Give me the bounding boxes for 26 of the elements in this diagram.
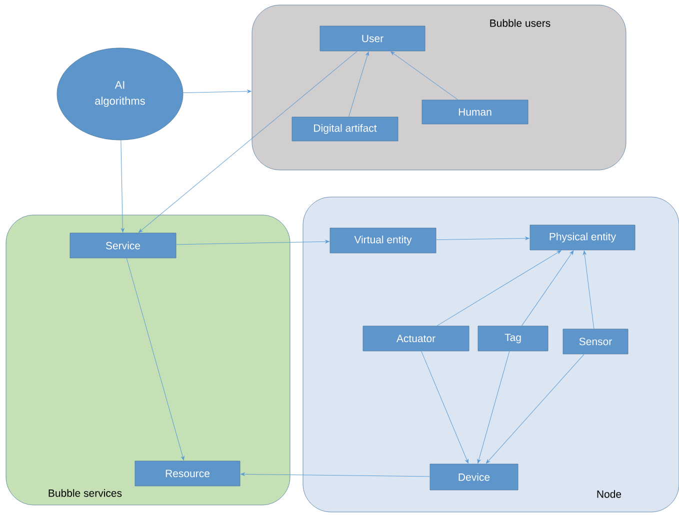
concept-box: Tag — [478, 326, 548, 352]
concept-box: Actuator — [362, 326, 470, 352]
arrow — [421, 350, 468, 464]
arrow — [176, 240, 330, 245]
concept-box: Virtual entity — [330, 228, 436, 254]
arrow — [486, 354, 584, 464]
concept-box: User — [320, 26, 426, 52]
arrow — [126, 258, 184, 460]
concept-box: Human — [422, 100, 528, 124]
arrow — [436, 250, 562, 326]
arrow — [436, 236, 530, 240]
arrow — [390, 51, 458, 100]
concept-box: Physical entity — [530, 224, 636, 250]
arrow — [348, 52, 370, 118]
arrow — [477, 350, 510, 464]
arrow — [240, 472, 430, 477]
concept-box: Digital artifact — [292, 116, 398, 142]
concept-box: Sensor — [562, 328, 628, 354]
arrow — [522, 250, 574, 326]
concept-box: Device — [430, 464, 518, 490]
arrow — [582, 250, 594, 330]
concept-box: Service — [70, 232, 176, 258]
arrow — [182, 90, 252, 94]
arrow — [138, 50, 358, 233]
arrow — [120, 140, 124, 232]
concept-box: Resource — [134, 460, 240, 486]
